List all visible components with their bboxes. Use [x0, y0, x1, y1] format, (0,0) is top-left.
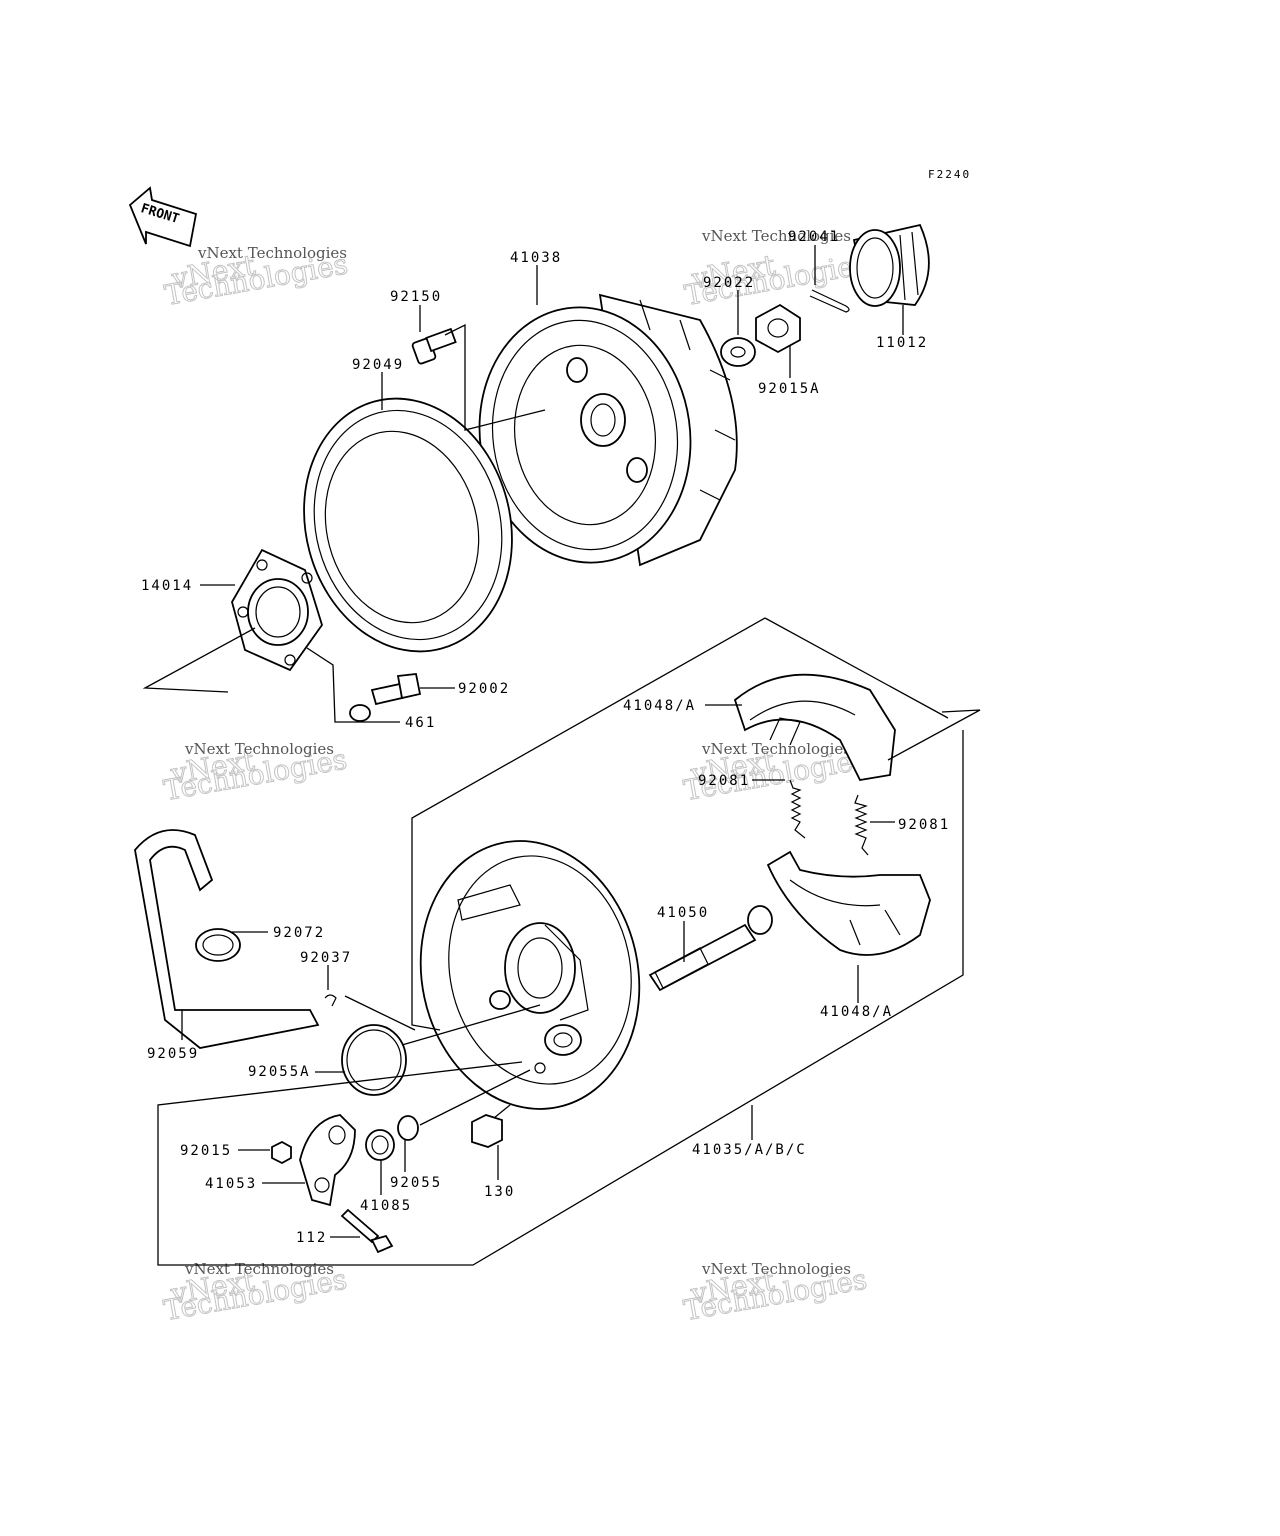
watermark-text: vNext Technologies: [701, 227, 851, 245]
label-461: 461: [405, 715, 436, 731]
front-arrow-icon: FRONT: [128, 186, 198, 248]
brake-shoe-41048A-bottom: [766, 850, 931, 956]
label-92059: 92059: [147, 1046, 199, 1062]
watermark-2: vNext Technologies vNext Technologies: [682, 227, 871, 313]
washer-92022: [720, 337, 756, 367]
label-41085: 41085: [360, 1198, 412, 1214]
bolt-92150: [411, 327, 457, 365]
label-92150: 92150: [390, 289, 442, 305]
spring-92081-left: [789, 779, 806, 839]
brake-shoe-41048A-top: [733, 673, 896, 781]
watermark-text: vNext Technologies: [701, 740, 851, 758]
label-41048A-bottom: 41048/A: [820, 1004, 893, 1020]
brake-drum-41038: [478, 293, 738, 567]
label-41048A-top: 41048/A: [623, 698, 696, 714]
clip-92037: [324, 994, 337, 1007]
label-112: 112: [296, 1230, 327, 1246]
clamp-92072: [195, 928, 241, 962]
label-41038: 41038: [510, 250, 562, 266]
o-ring-92055: [397, 1115, 419, 1141]
bearing-holder-14014: [231, 548, 323, 672]
label-14014: 14014: [141, 578, 193, 594]
watermark-3: vNext Technologies vNext Technologies: [161, 740, 350, 808]
watermark-6: vNext Technologies vNext Technologies: [681, 1260, 870, 1328]
cam-shaft-41050: [648, 905, 773, 992]
bolt-92002: [370, 673, 422, 706]
hose-92059: [134, 829, 320, 1049]
label-92022: 92022: [703, 275, 755, 291]
part-labels: 41038 92150 92049 92041 92022 11012 9201…: [141, 229, 950, 1246]
label-92055: 92055: [390, 1175, 442, 1191]
nut-92015: [271, 1140, 292, 1165]
cap-11012: [849, 223, 930, 307]
watermark-text: vNext Technologies: [197, 244, 347, 262]
label-92015: 92015: [180, 1143, 232, 1159]
label-92072: 92072: [273, 925, 325, 941]
label-92081-right: 92081: [898, 817, 950, 833]
figure-code: F2240: [928, 168, 971, 181]
watermark-text: vNext Technologies: [184, 740, 334, 758]
label-11012: 11012: [876, 335, 928, 351]
bolt-112: [340, 1208, 394, 1254]
label-41053: 41053: [205, 1176, 257, 1192]
label-92015A: 92015A: [758, 381, 821, 397]
label-92037: 92037: [300, 950, 352, 966]
watermark-text: vNext Technologies: [184, 1260, 334, 1278]
label-92055A: 92055A: [248, 1064, 311, 1080]
leader-lines: [142, 245, 981, 1266]
label-92081-left: 92081: [698, 773, 750, 789]
lock-washer-461: [349, 704, 371, 722]
label-92049: 92049: [352, 357, 404, 373]
lever-41053: [299, 1114, 356, 1207]
washer-41085: [365, 1129, 395, 1161]
seal-92049: [303, 397, 513, 653]
label-41050: 41050: [657, 905, 709, 921]
label-92041: 92041: [788, 229, 840, 245]
bolt-130: [471, 1104, 511, 1148]
nut-92015A: [755, 303, 801, 354]
o-ring-92055A: [341, 1024, 407, 1096]
brake-panel-41035: [419, 840, 641, 1110]
watermark-5: vNext Technologies vNext Technologies: [161, 1260, 350, 1328]
watermark-text: vNext Technologies: [701, 1260, 851, 1278]
label-92002: 92002: [458, 681, 510, 697]
watermark-1: vNext Technologies vNext Technologies: [162, 244, 351, 313]
label-41035: 41035/A/B/C: [692, 1142, 807, 1158]
label-130: 130: [484, 1184, 515, 1200]
cotter-pin-92041: [809, 289, 850, 313]
spring-92081-right: [854, 794, 869, 856]
